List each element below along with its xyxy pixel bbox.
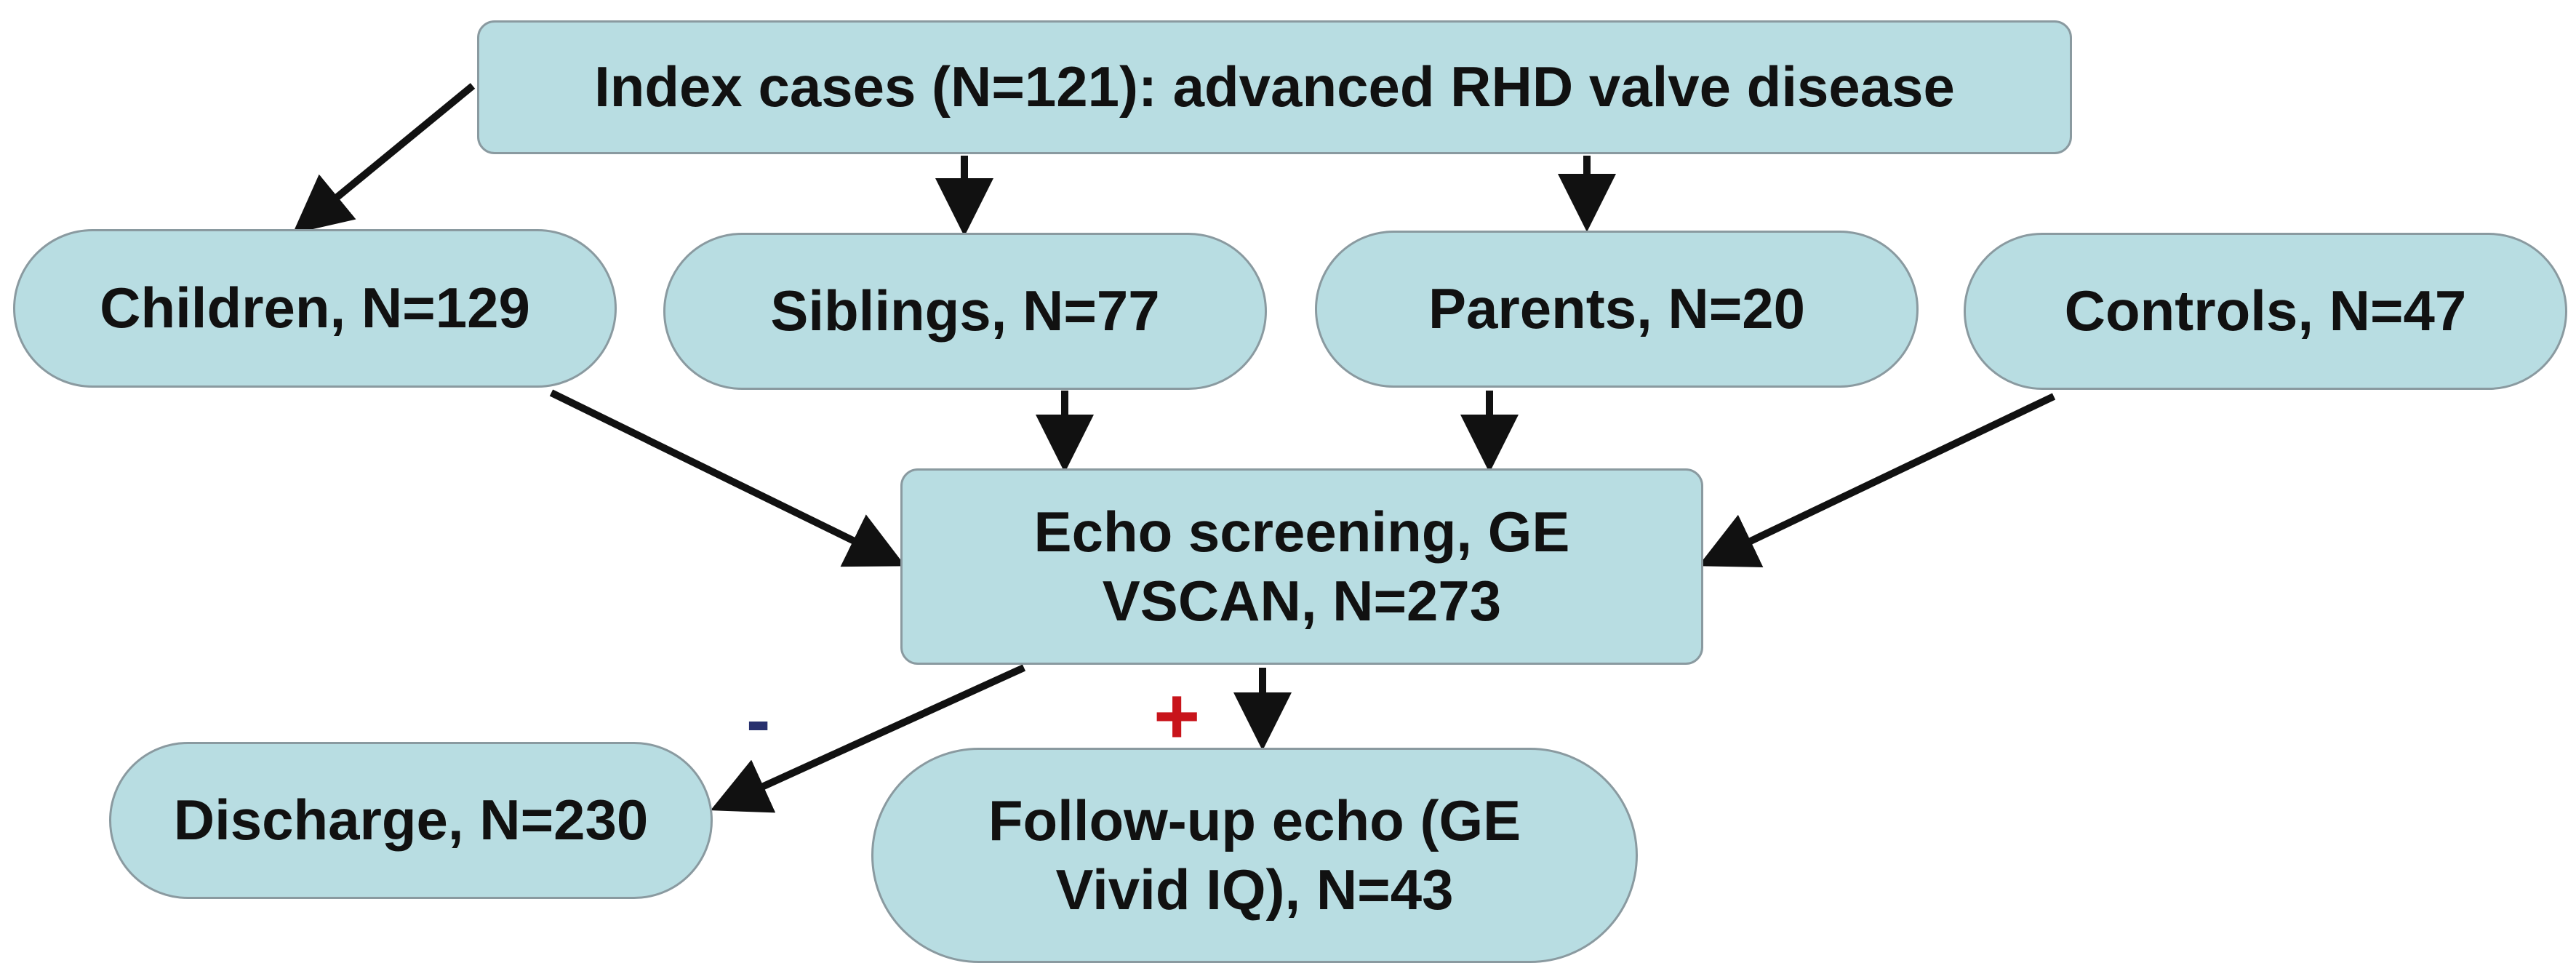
echo-screening-node: Echo screening, GE VSCAN, N=273 (900, 468, 1703, 665)
arrow-index-to-children (292, 83, 476, 234)
arrow-controls-to-echo (1697, 393, 2056, 567)
positive-result-sign: + (1153, 671, 1201, 761)
followup-echo-line-2: Vivid IQ), N=43 (1055, 858, 1454, 922)
echo-screening-text: Echo screening, GE VSCAN, N=273 (1034, 498, 1570, 636)
discharge-node: Discharge, N=230 (109, 742, 713, 899)
arrow-echo-to-discharge (710, 664, 1026, 813)
negative-result-sign: - (746, 679, 771, 761)
echo-screening-line-1: Echo screening, GE (1033, 499, 1570, 564)
siblings-node: Siblings, N=77 (663, 233, 1267, 390)
index-cases-node: Index cases (N=121): advanced RHD valve … (477, 20, 2072, 154)
parents-node: Parents, N=20 (1315, 231, 1919, 388)
followup-echo-line-1: Follow-up echo (GE (988, 788, 1521, 852)
followup-echo-node: Follow-up echo (GE Vivid IQ), N=43 (871, 748, 1638, 963)
controls-node: Controls, N=47 (1964, 233, 2567, 390)
arrow-children-to-echo (549, 389, 905, 567)
siblings-label: Siblings, N=77 (770, 279, 1160, 343)
followup-echo-text: Follow-up echo (GE Vivid IQ), N=43 (988, 786, 1521, 924)
controls-label: Controls, N=47 (2064, 279, 2467, 343)
parents-label: Parents, N=20 (1428, 276, 1806, 341)
children-label: Children, N=129 (100, 276, 530, 340)
discharge-label: Discharge, N=230 (173, 788, 649, 852)
echo-screening-line-2: VSCAN, N=273 (1102, 569, 1502, 633)
index-cases-label: Index cases (N=121): advanced RHD valve … (594, 55, 1955, 119)
children-node: Children, N=129 (13, 229, 617, 388)
